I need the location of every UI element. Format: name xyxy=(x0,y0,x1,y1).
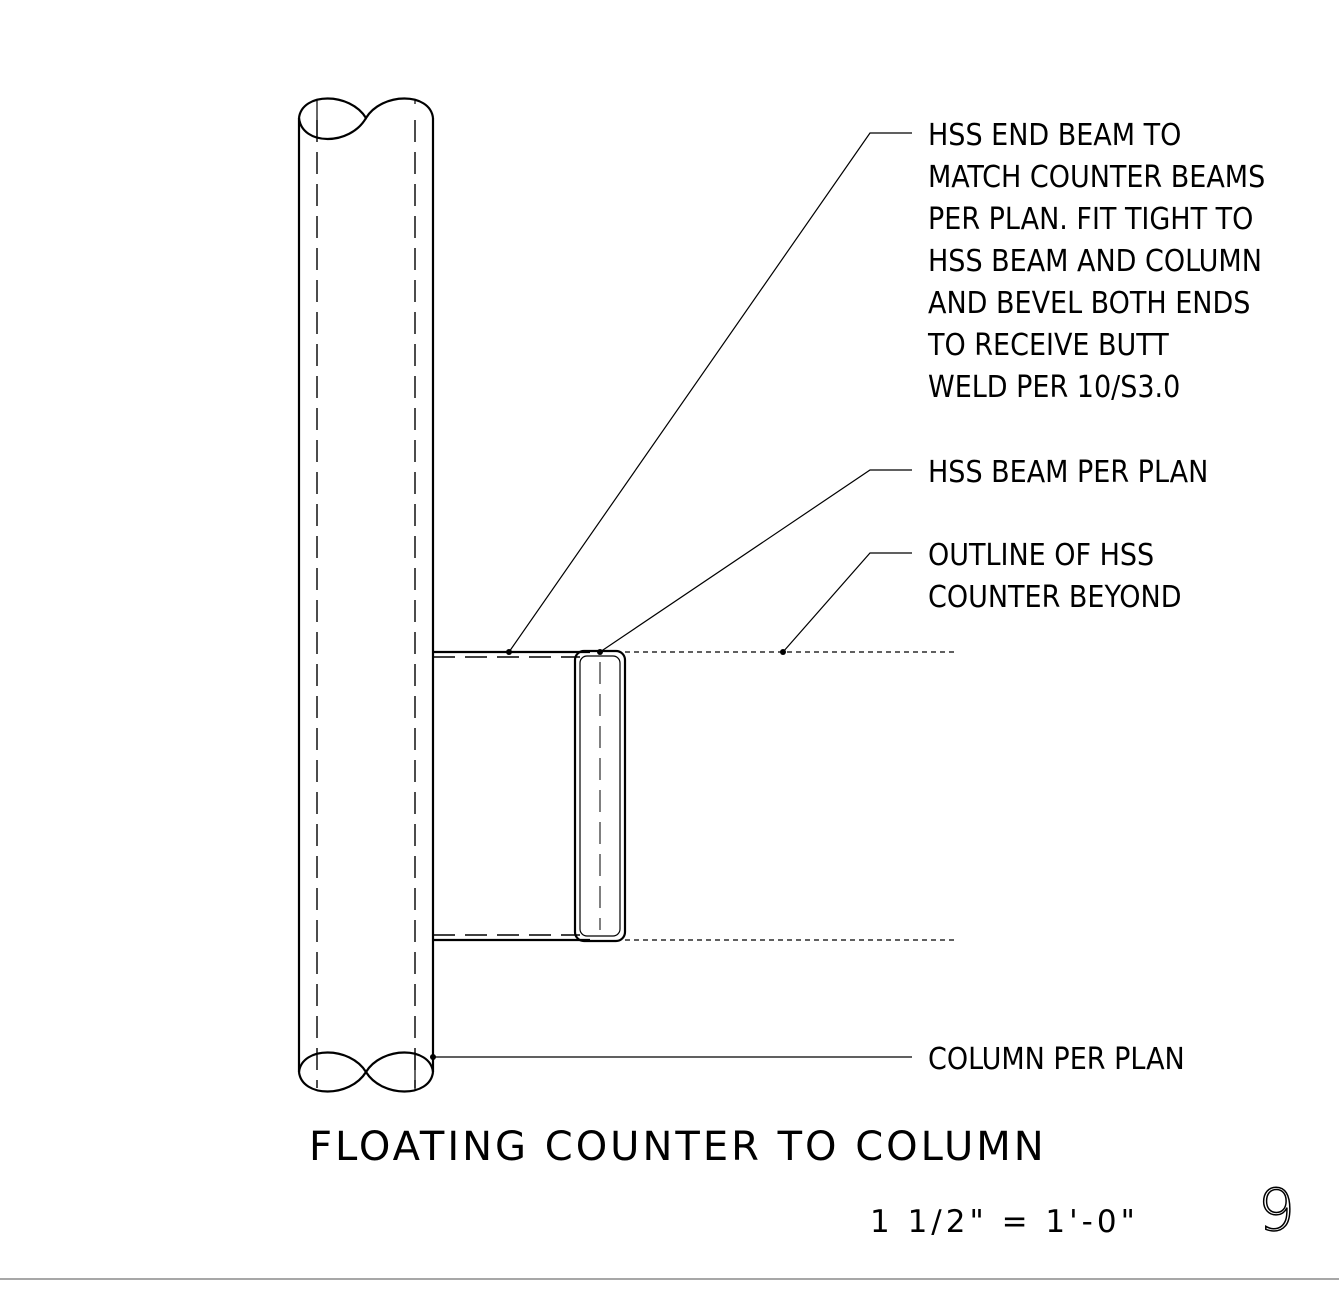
note-line: COUNTER BEYOND xyxy=(928,580,1182,615)
leader-hss-end-beam xyxy=(508,132,912,653)
note-outline-counter: OUTLINE OF HSS COUNTER BEYOND xyxy=(928,538,1182,615)
column-bottom-break xyxy=(297,1051,435,1093)
hss-beam-section xyxy=(573,649,627,943)
note-line: HSS BEAM PER PLAN xyxy=(928,455,1208,490)
hss-beam-inner xyxy=(579,655,621,937)
note-line: AND BEVEL BOTH ENDS xyxy=(928,286,1250,321)
detail-title: FLOATING COUNTER TO COLUMN xyxy=(309,1124,1047,1170)
leaders xyxy=(430,132,912,1060)
note-line: WELD PER 10/S3.0 xyxy=(928,370,1180,405)
note-hss-beam: HSS BEAM PER PLAN xyxy=(928,455,1208,490)
column xyxy=(297,97,435,1093)
counter-outline xyxy=(625,651,955,941)
note-line: TO RECEIVE BUTT xyxy=(927,328,1169,363)
note-line: HSS BEAM AND COLUMN xyxy=(928,244,1262,279)
leader-hss-beam xyxy=(599,469,912,653)
detail-scale: 1 1/2" = 1'-0" xyxy=(870,1204,1139,1240)
leader-outline-counter xyxy=(782,552,912,653)
note-line: PER PLAN. FIT TIGHT TO xyxy=(928,202,1253,237)
leader-dot-hss-end-beam xyxy=(506,649,512,655)
leader-dot-hss-beam xyxy=(597,649,603,655)
column-top-break xyxy=(297,97,435,140)
hss-end-beam xyxy=(433,650,590,942)
note-line: OUTLINE OF HSS xyxy=(928,538,1154,573)
note-line: COLUMN PER PLAN xyxy=(928,1042,1185,1077)
note-line: MATCH COUNTER BEAMS xyxy=(928,160,1265,195)
note-line: HSS END BEAM TO xyxy=(928,118,1181,153)
note-hss-end-beam: HSS END BEAM TO MATCH COUNTER BEAMS PER … xyxy=(927,118,1265,405)
leader-dot-column xyxy=(430,1054,436,1060)
leader-dot-outline-counter xyxy=(780,649,786,655)
detail-number: 9 xyxy=(1258,1176,1295,1244)
note-column: COLUMN PER PLAN xyxy=(928,1042,1185,1077)
